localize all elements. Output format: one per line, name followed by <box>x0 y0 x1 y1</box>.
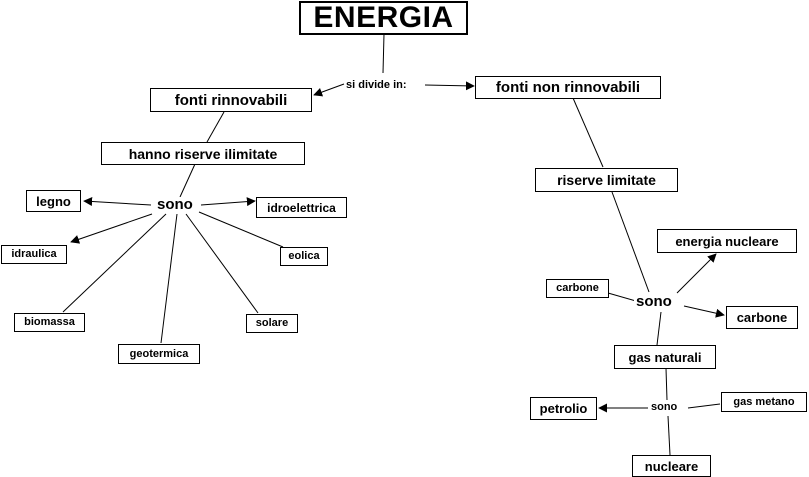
node-legno: legno <box>26 190 81 212</box>
line-to-eolica <box>198 211 284 248</box>
node-fonti-rinnovabili: fonti rinnovabili <box>150 88 312 112</box>
line-to-solare <box>185 213 259 314</box>
node-carbone-small: carbone <box>546 279 609 298</box>
line-carbone-sono <box>607 292 637 302</box>
line-to-biomassa <box>62 213 167 313</box>
line-sono-gas <box>656 311 662 346</box>
link-si-divide-in: si divide in: <box>345 79 408 92</box>
node-gas-metano: gas metano <box>721 392 807 412</box>
title-energia: ENERGIA <box>299 1 468 35</box>
node-gas-naturali: gas naturali <box>614 345 716 369</box>
node-idraulica: idraulica <box>1 245 67 264</box>
arrow-to-idroelettrica <box>200 197 256 207</box>
link-sono-nonrenewable: sono <box>634 293 674 310</box>
line-reserves-sono <box>611 191 650 293</box>
line-title-divide <box>382 33 385 74</box>
node-energia-nucleare: energia nucleare <box>657 229 797 253</box>
line-gas-sono <box>665 367 668 401</box>
node-nucleare: nucleare <box>632 455 711 477</box>
node-riserve-limitate: riserve limitate <box>535 168 678 192</box>
line-renewable-reserves <box>206 111 225 143</box>
line-nonrenewable-reserves <box>572 97 604 168</box>
line-metano-sono <box>687 403 721 409</box>
line-sono-nucleare <box>667 415 671 456</box>
link-sono-renewable: sono <box>155 196 195 213</box>
line-to-geotermica <box>160 213 178 344</box>
link-sono-gas: sono <box>649 401 680 413</box>
arrow-to-renewable <box>313 83 345 97</box>
node-eolica: eolica <box>280 247 328 266</box>
node-solare: solare <box>246 314 298 333</box>
arrow-to-nonrenewable <box>424 81 475 91</box>
node-biomassa: biomassa <box>14 313 85 332</box>
node-geotermica: geotermica <box>118 344 200 364</box>
node-idroelettrica: idroelettrica <box>256 197 347 218</box>
node-fonti-non-rinnovabili: fonti non rinnovabili <box>475 76 661 99</box>
arrow-to-idraulica <box>70 213 153 244</box>
arrow-to-energia-nucleare <box>676 253 717 294</box>
node-carbone: carbone <box>726 306 798 329</box>
node-petrolio: petrolio <box>530 397 597 420</box>
line-reserves-sono <box>179 163 196 198</box>
arrow-to-legno <box>83 196 152 206</box>
node-hanno-riserve-ilimitate: hanno riserve ilimitate <box>101 142 305 165</box>
arrow-to-carbone <box>683 305 725 318</box>
